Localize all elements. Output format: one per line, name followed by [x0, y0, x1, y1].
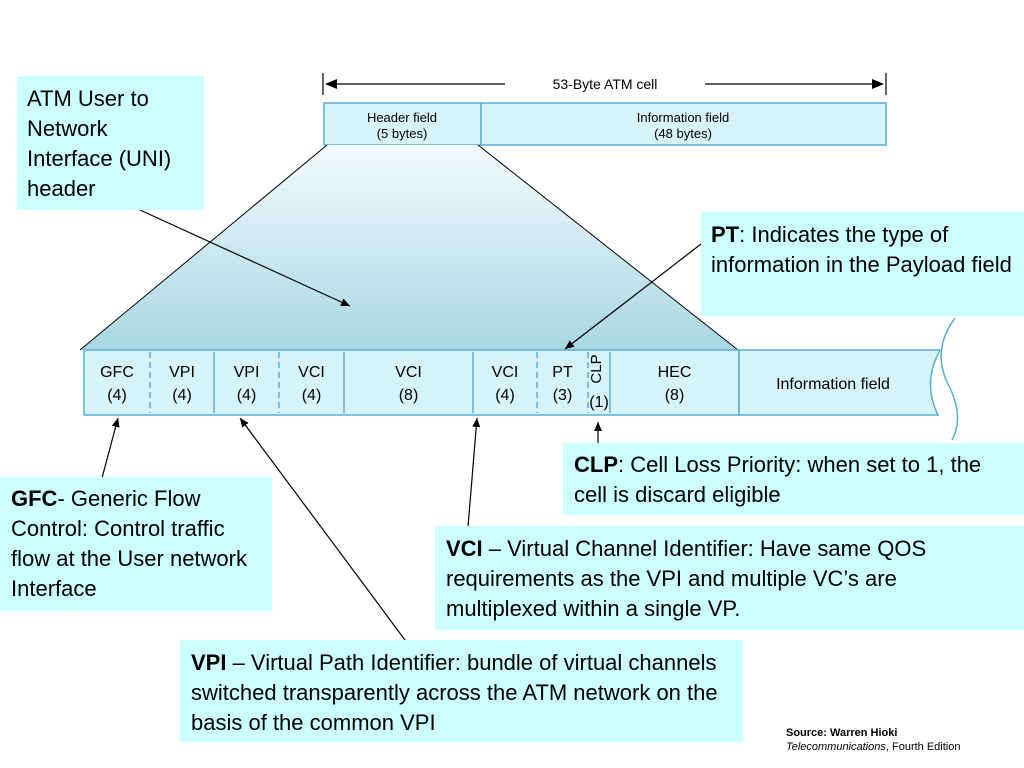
header-field-vci-label: VCI	[395, 364, 422, 381]
header-field-pt-size: (3)	[553, 387, 573, 404]
pt-term: PT	[711, 222, 740, 247]
pt-description: : Indicates the type of information in t…	[711, 222, 1012, 277]
uni-arrow	[139, 209, 351, 307]
vpi-arrow	[239, 417, 406, 641]
gfc-callout: GFC- Generic Flow Control: Control traff…	[0, 477, 272, 611]
header-field-vci-size: (4)	[495, 387, 515, 404]
information-field-size: (48 bytes)	[654, 126, 712, 141]
header-field-clp-label: CLP	[588, 354, 605, 383]
header-field-gfc-size: (4)	[107, 387, 127, 404]
header-field-vpi-size: (4)	[172, 387, 192, 404]
vci-callout: VCI – Virtual Channel Identifier: Have s…	[435, 526, 1024, 630]
vpi-term: VPI	[191, 650, 227, 675]
vpi-description: – Virtual Path Identifier: bundle of vir…	[191, 650, 718, 735]
cell-dimension-line	[322, 73, 887, 95]
row-torn-edge	[940, 317, 959, 441]
row-information-field-box	[738, 349, 942, 416]
header-expansion-trapezoid	[80, 145, 738, 350]
clp-callout: CLP: Cell Loss Priority: when set to 1, …	[563, 443, 1024, 515]
header-field-vpi-size: (4)	[237, 387, 257, 404]
cell-total-label: 53-Byte ATM cell	[553, 76, 658, 92]
gfc-description: - Generic Flow Control: Control traffic …	[11, 486, 247, 601]
uni-header-callout: ATM User to Network Interface (UNI) head…	[17, 76, 204, 210]
information-field-box	[480, 102, 887, 146]
source-book-title: Telecommunications	[786, 741, 886, 753]
vpi-callout: VPI – Virtual Path Identifier: bundle of…	[180, 640, 743, 742]
header-field-clp-size: (1)	[589, 394, 609, 411]
clp-description: : Cell Loss Priority: when set to 1, the…	[574, 452, 982, 507]
header-field-label: Header field	[367, 110, 437, 125]
header-field-vpi-label: VPI	[169, 364, 195, 381]
vci-arrow	[467, 417, 481, 528]
header-field-hec-size: (8)	[665, 387, 685, 404]
gfc-arrow	[101, 417, 120, 479]
header-field-size: (5 bytes)	[377, 126, 428, 141]
header-field-vci-size: (8)	[399, 387, 419, 404]
uni-header-text: ATM User to Network Interface (UNI) head…	[27, 86, 172, 201]
gfc-term: GFC	[11, 486, 58, 511]
header-field-dividers	[149, 352, 611, 413]
header-field-pt-label: PT	[552, 364, 573, 381]
header-field-hec-label: HEC	[658, 364, 692, 381]
row-information-field-label: Information field	[776, 376, 890, 393]
vci-term: VCI	[446, 536, 483, 561]
header-field-gfc-label: GFC	[100, 364, 134, 381]
header-field-vci-size: (4)	[302, 387, 322, 404]
pt-arrow	[564, 243, 702, 350]
header-field-vpi-label: VPI	[234, 364, 260, 381]
header-fields-row	[83, 349, 740, 416]
source-edition: , Fourth Edition	[885, 741, 961, 753]
information-field-label: Information field	[637, 110, 730, 125]
pt-callout: PT: Indicates the type of information in…	[701, 212, 1024, 316]
source-citation: Source: Warren Hioki Telecommunications,…	[786, 726, 960, 754]
vci-description: – Virtual Channel Identifier: Have same …	[446, 536, 927, 621]
clp-term: CLP	[574, 452, 618, 477]
header-field-labels: GFC (4) VPI (4) VPI (4) VCI (4) VCI (8) VCI (4) PT (3…	[100, 354, 691, 411]
source-author: Source: Warren Hioki	[786, 727, 898, 739]
header-field-vci-label: VCI	[298, 364, 325, 381]
header-field-vci-label: VCI	[492, 364, 519, 381]
